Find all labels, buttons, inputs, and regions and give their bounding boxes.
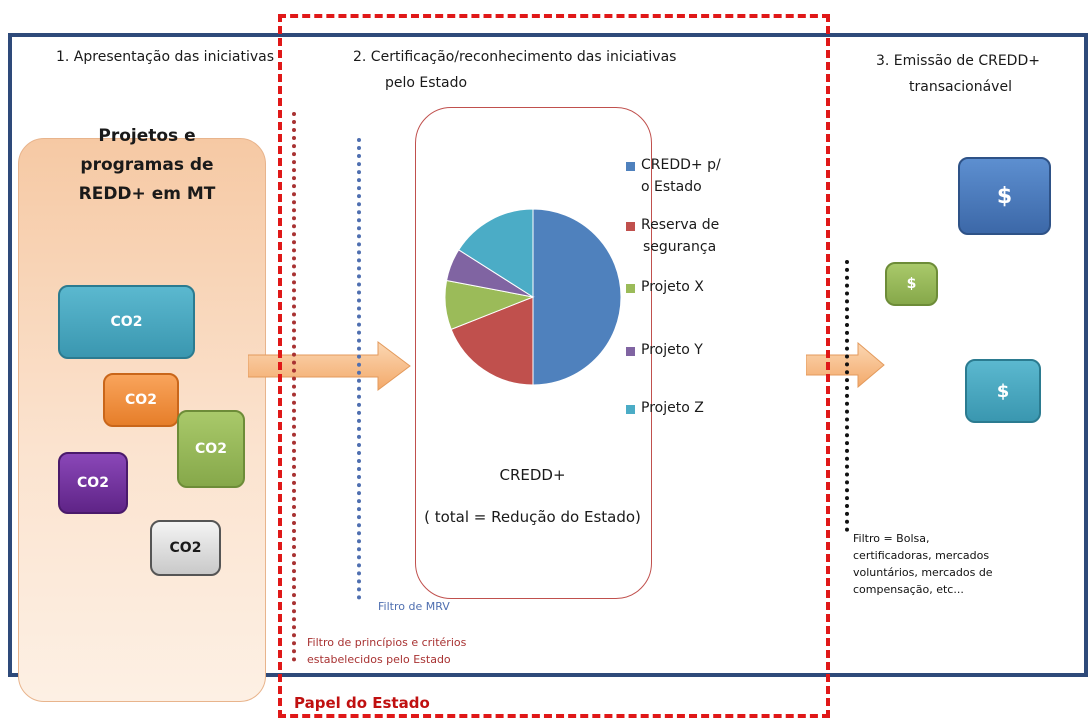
market-filter-line4: compensação, etc... [853,583,964,596]
legend-projeto-y: Projeto Y [641,342,703,358]
legend-reserva-line1: Reserva de [641,217,720,233]
legend-reserva: Reserva de segurança [641,214,719,258]
credd-total-sub: ( total = Redução do Estado) [424,508,641,526]
step-2-heading-line1: 2. Certificação/reconhecimento das inici… [353,49,677,65]
legend-credd-line1: CREDD+ p/ [641,157,721,173]
co2-block-green: CO2 [177,410,245,488]
panel-title-line1: Projetos e [98,126,196,146]
legend-reserva-line2: segurança [643,239,717,255]
panel-title-line3: REDD+ em MT [78,184,216,204]
outer-frame [8,33,1088,677]
legend-swatch-projeto-x [626,284,635,293]
co2-block-white: CO2 [150,520,221,576]
mrv-filter-label: Filtro de MRV [378,600,450,613]
pie-slice-5 [458,208,534,298]
pie-slice-2 [450,296,534,386]
dollar-symbol: $ [996,183,1013,209]
market-filter-label: Filtro = Bolsa, certificadoras, mercados… [853,530,993,598]
legend-swatch-reserva [626,222,635,231]
estado-role-box [278,14,830,718]
legend-credd-line2: o Estado [641,179,702,195]
step-3-heading-line2: transacionável [909,79,1012,95]
co2-label: CO2 [169,540,202,556]
credd-pie-chart [444,208,622,386]
step-1-heading: 1. Apresentação das iniciativas [56,49,275,65]
legend-projeto-z: Projeto Z [641,400,704,416]
projects-panel-title: Projetos e programas de REDD+ em MT [52,122,242,209]
legend-swatch-credd [626,162,635,171]
co2-label: CO2 [125,392,157,408]
legend-credd: CREDD+ p/ o Estado [641,154,721,198]
step-2-heading-line2: pelo Estado [385,75,468,91]
legend-swatch-projeto-z [626,405,635,414]
co2-block-teal: CO2 [58,285,195,359]
step-3-heading-line1: 3. Emissão de CREDD+ [876,53,1040,69]
legend-projeto-x: Projeto X [641,279,704,295]
dollar-block-teal: $ [965,359,1041,423]
co2-label: CO2 [195,441,227,457]
co2-label: CO2 [110,314,143,330]
co2-block-purple: CO2 [58,452,128,514]
panel-title-line2: programas de [80,155,214,175]
dollar-block-blue: $ [958,157,1051,235]
mrv-filter-line [357,138,361,600]
pie-slice-1 [532,208,622,386]
market-filter-line3: voluntários, mercados de [853,566,993,579]
co2-label: CO2 [77,475,109,491]
legend-swatch-projeto-y [626,347,635,356]
estado-role-label: Papel do Estado [294,694,430,712]
credd-total-label: CREDD+ [499,466,566,484]
market-filter-line2: certificadoras, mercados [853,549,990,562]
principles-filter-line1: Filtro de princípios e critérios [307,636,467,649]
dollar-symbol: $ [906,276,917,292]
principles-filter-line2: estabelecidos pelo Estado [307,653,451,666]
dollar-block-green: $ [885,262,938,306]
principles-filter-label: Filtro de princípios e critérios estabel… [307,634,466,668]
co2-block-orange: CO2 [103,373,179,427]
market-filter-line1: Filtro = Bolsa, [853,532,930,545]
flow-arrow-left [248,341,411,391]
principles-filter-line [292,112,296,662]
dollar-symbol: $ [996,380,1010,402]
market-filter-line [845,260,849,532]
